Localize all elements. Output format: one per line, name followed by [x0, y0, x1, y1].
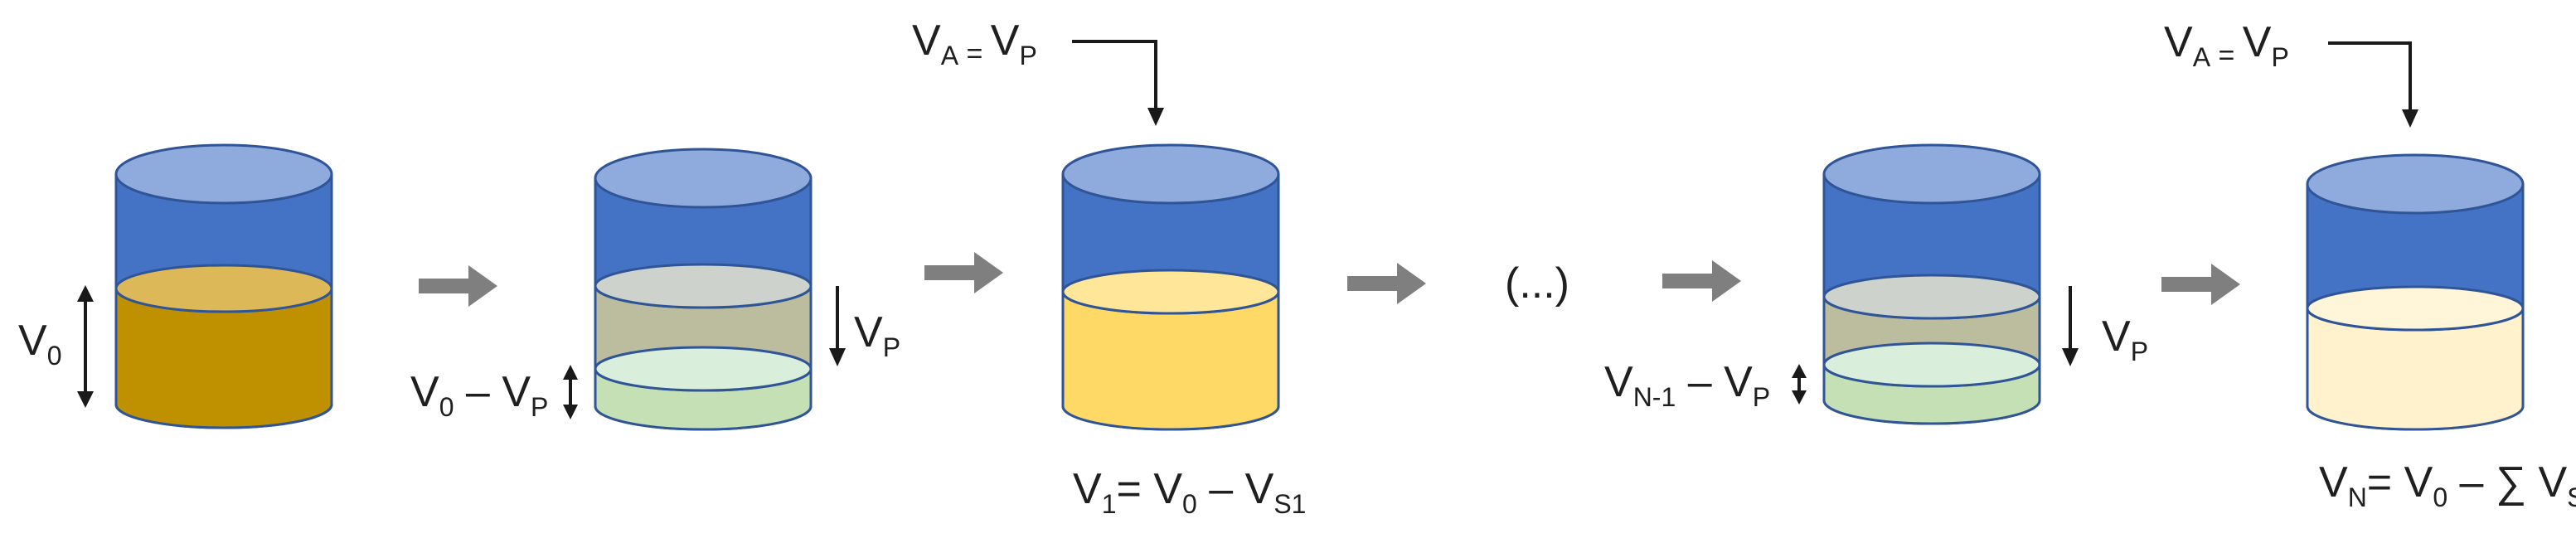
process-arrow-2	[924, 252, 1003, 293]
cylinder-v1-liquid-top	[1061, 269, 1280, 315]
v0-double-arrow	[77, 285, 94, 408]
addition-arrow-2	[2328, 41, 2418, 128]
cylinder-sampling-remaining-top	[594, 346, 813, 392]
cylinder-sampling-n-sample-top	[1822, 274, 2041, 320]
cylinder-initial-liquid-top	[114, 264, 333, 313]
cylinder-initial	[114, 143, 333, 429]
label-v0-minus-vp: V0 – VP	[410, 368, 549, 422]
cylinder-sampling-rim	[594, 148, 813, 209]
cylinder-v1-rim	[1061, 143, 1280, 205]
label-v0: V0	[18, 317, 62, 371]
process-arrow-1	[419, 265, 497, 307]
vp-down-arrow-1	[829, 286, 846, 366]
label-va-eq-vp-1: VA = VP	[912, 17, 1037, 70]
process-arrow-4	[1662, 260, 1741, 302]
cylinder-sampling-n-remaining-top	[1822, 342, 2041, 388]
label-va-eq-vp-2: VA = VP	[2164, 18, 2289, 72]
cylinder-vn-rim	[2306, 153, 2525, 215]
cylinder-sampling-sample-top	[594, 263, 813, 309]
label-vn1-minus-vp: VN-1 – VP	[1604, 358, 1771, 412]
process-arrow-3	[1347, 263, 1426, 304]
process-arrow-5	[2161, 264, 2240, 305]
label-vp-1: VP	[854, 308, 901, 362]
label-vp-2: VP	[2102, 313, 2149, 366]
label-ellipsis: (...)	[1505, 259, 1569, 308]
cylinder-v1	[1061, 143, 1280, 431]
addition-arrow-1	[1072, 40, 1164, 126]
remaining-double-arrow-2	[1792, 364, 1807, 405]
cylinder-vn	[2306, 153, 2525, 431]
cylinder-vn-liquid-top	[2306, 285, 2525, 332]
cylinder-sampling-n-rim	[1822, 143, 2041, 205]
cylinder-sampling-n	[1822, 143, 2041, 425]
cylinder-sampling	[594, 148, 813, 431]
label-v1: V1= V0 – VS1	[1073, 465, 1307, 519]
label-vn: VN= V0 – ∑ VS	[2319, 458, 2576, 512]
vp-down-arrow-2	[2062, 286, 2079, 366]
cylinder-initial-rim	[114, 143, 333, 205]
remaining-double-arrow-1	[563, 365, 578, 419]
